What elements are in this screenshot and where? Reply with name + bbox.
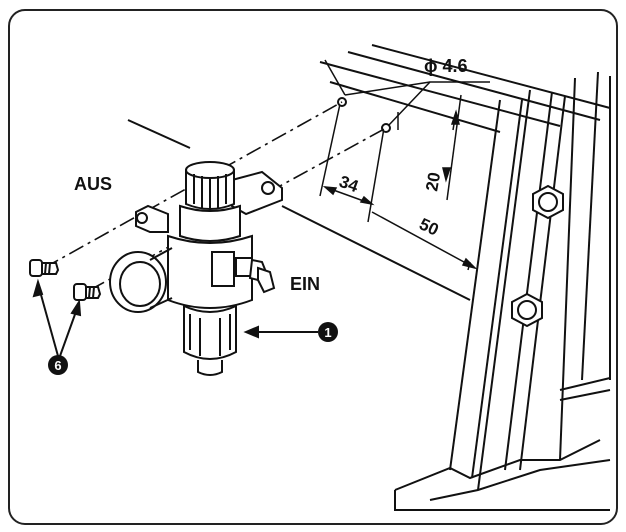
reference-line-left	[127, 119, 191, 149]
callout-number-screws: 6	[54, 358, 61, 373]
label-inlet: EIN	[290, 274, 320, 294]
callout-badge-regulator	[318, 322, 338, 342]
outer-border	[8, 9, 618, 525]
frame-bolt-lower	[511, 292, 543, 328]
machine-frame	[319, 44, 611, 511]
label-dim-20: 20	[422, 171, 444, 193]
label-dim-50: 50	[416, 214, 441, 239]
frame-bolt-upper	[532, 184, 564, 220]
label-outlet: AUS	[74, 174, 112, 194]
callout-number-regulator: 1	[324, 325, 331, 340]
callout-leaders	[32, 278, 318, 357]
filter-regulator	[109, 161, 283, 376]
dimension-lines	[319, 59, 490, 271]
screw-lower	[73, 283, 102, 301]
reference-line-right	[281, 205, 471, 301]
screw-upper	[29, 259, 60, 277]
callout-badge-screws	[48, 355, 68, 375]
mounting-hole-lower	[381, 123, 391, 133]
label-hole-diameter: ϕ 4.6	[424, 56, 468, 76]
